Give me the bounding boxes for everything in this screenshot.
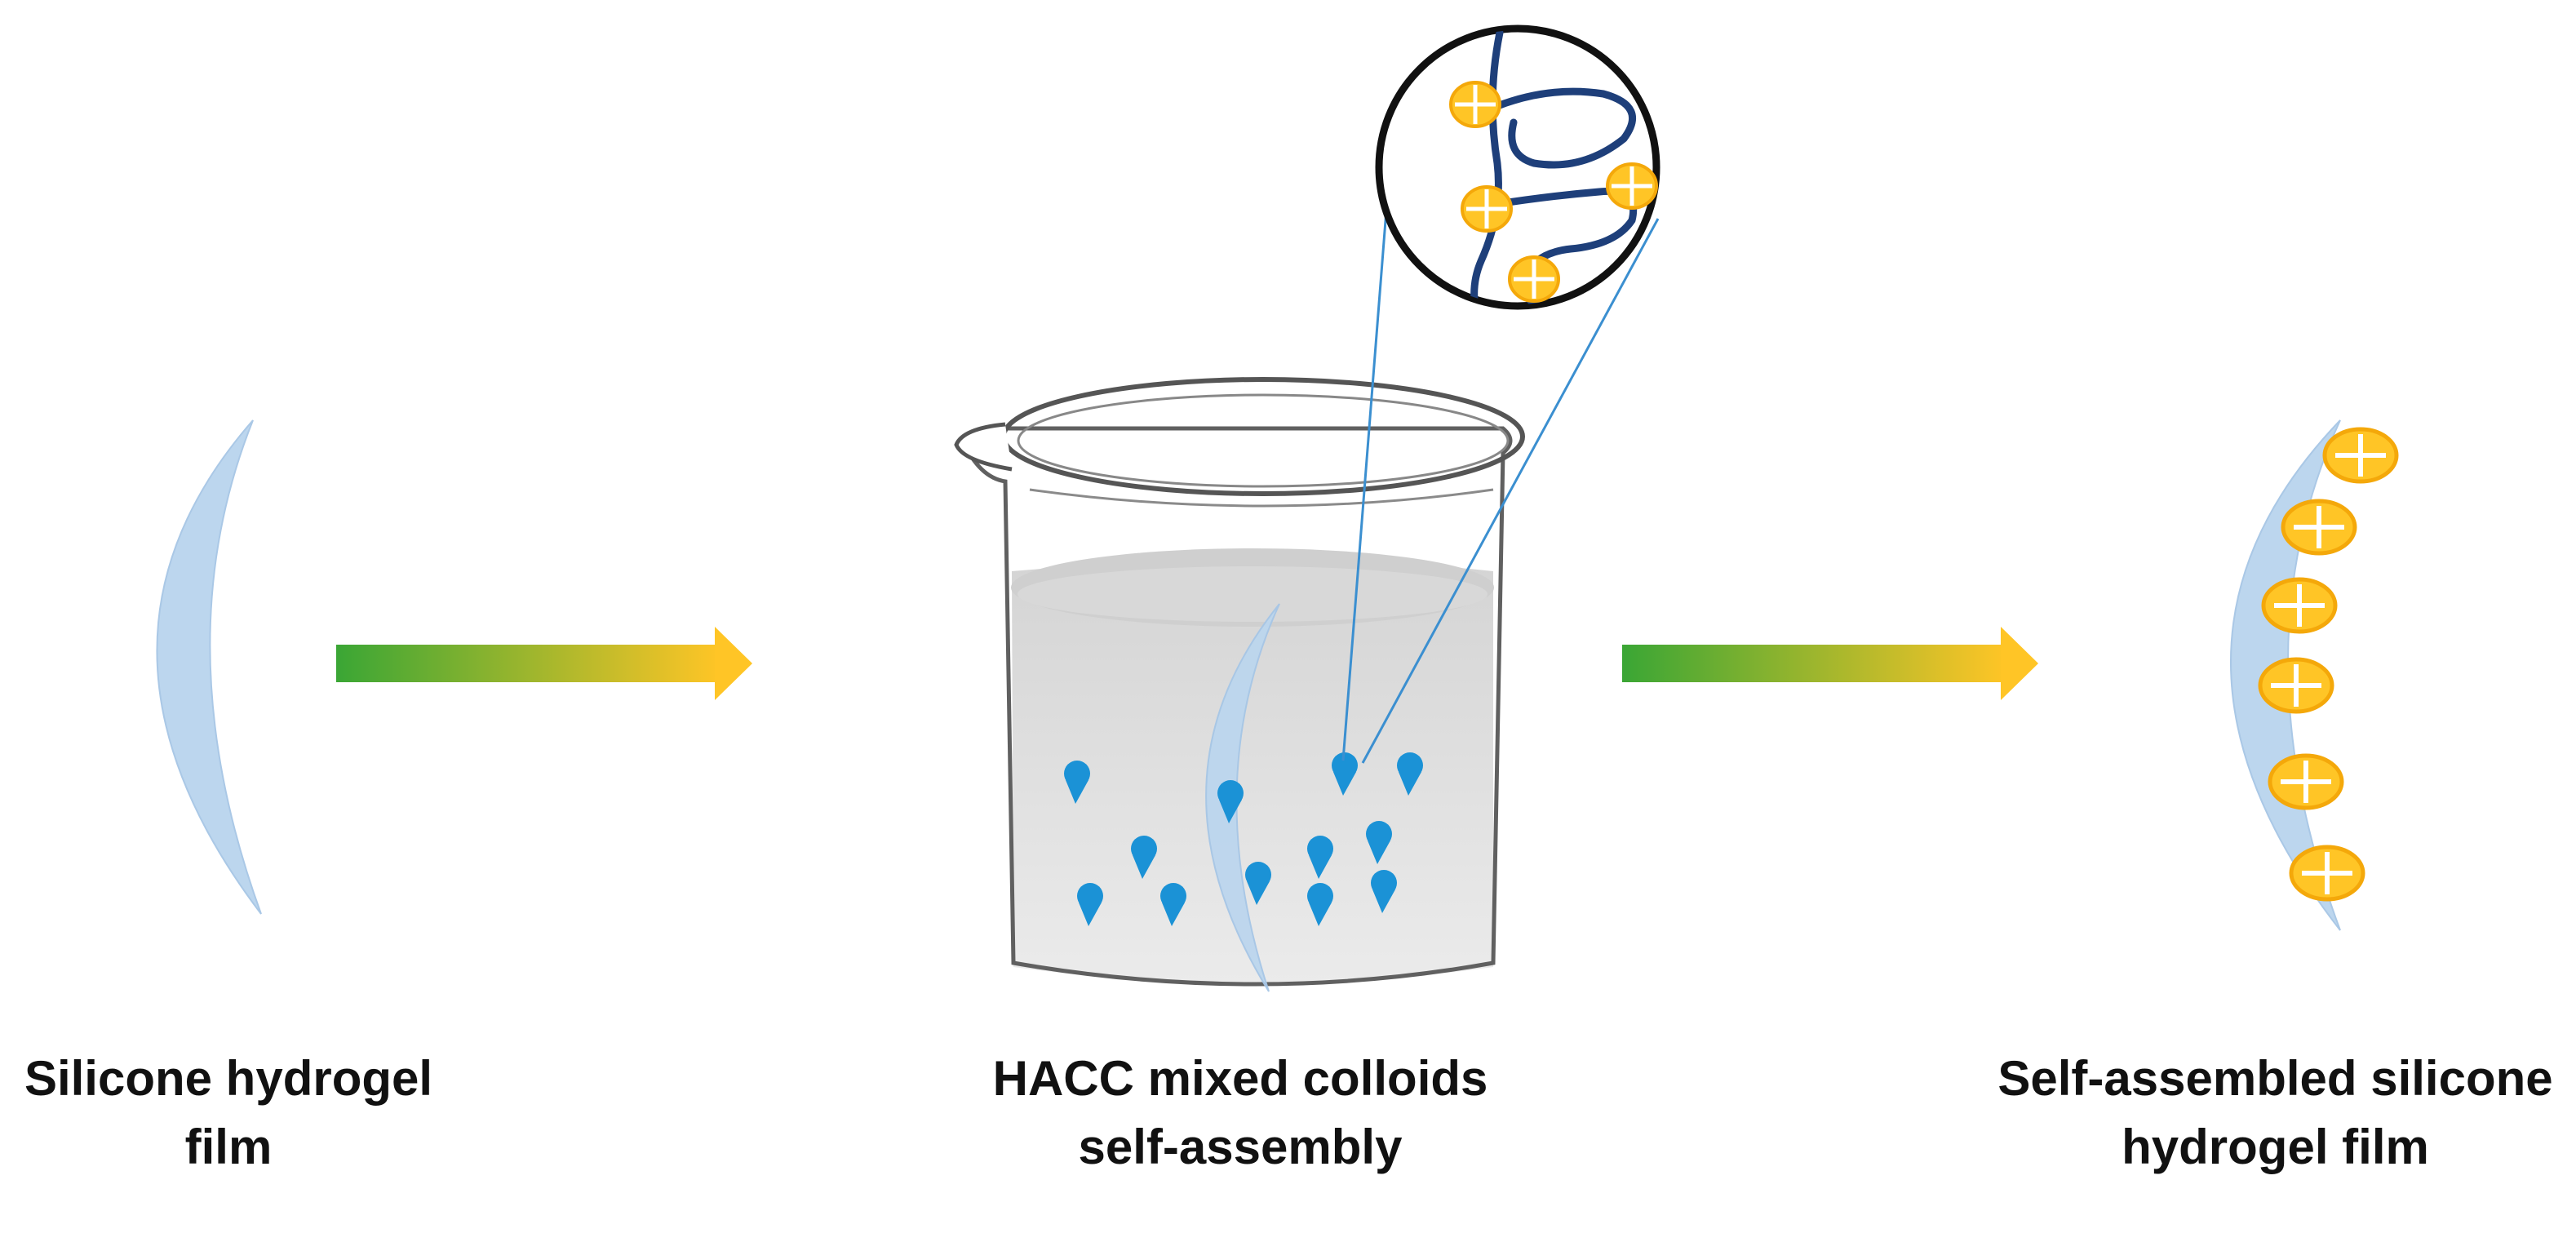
beaker-rim-inner [1017,393,1510,488]
zoom-lines [1341,199,1660,764]
arrow-shaft [336,645,720,682]
colloid-droplet-icon [1217,780,1244,823]
plus-charge-icon [2261,577,2338,634]
colloid-droplets [1064,752,1423,926]
surface-charges [2258,427,2399,902]
magnifier-inset-icon [1375,24,1660,310]
colloid-droplet-icon [1371,870,1397,913]
colloid-droplet-icon [1332,752,1358,796]
beaker-assembly [954,24,1660,992]
beaker-rim [1001,377,1525,496]
silicone-film-left [156,419,262,915]
colloid-droplet-icon [1366,821,1392,864]
beaker-spout [954,422,1013,472]
plus-charge-icon [1508,255,1560,303]
colloid-droplet-icon [1131,836,1157,879]
caption-self-assembled-film: Self-assembled silicone hydrogel film [1975,1045,2576,1182]
liquid-meniscus [1018,566,1488,622]
caption-line: Silicone hydrogel [24,1051,433,1106]
plus-charge-icon [2289,845,2365,902]
plus-charge-icon [2258,657,2334,714]
caption-line: self-assembly [1078,1120,1403,1174]
caption-line: Self-assembled silicone [1997,1051,2553,1106]
inset-charges [1449,81,1658,303]
caption-hacc-self-assembly: HACC mixed colloids self-assembly [938,1045,1542,1182]
colloid-droplet-icon [1160,883,1186,926]
lens-film-in-beaker [1205,603,1280,992]
caption-line: film [184,1120,273,1174]
colloid-droplet-icon [1307,883,1333,926]
arrow-head [2001,627,2038,700]
coated-silicone-film [2230,419,2399,931]
plus-charge-icon [1461,185,1513,233]
colloid-droplet-icon [1307,836,1333,879]
beaker-icon [960,426,1513,987]
arrow-step-1-to-2 [336,627,752,700]
plus-charge-icon [2322,427,2399,484]
plus-charge-icon [1606,162,1658,210]
colloid-droplet-icon [1245,862,1271,905]
plus-charge-icon [2281,499,2357,556]
beaker-wall-line [1029,488,1494,508]
caption-line: HACC mixed colloids [992,1051,1488,1106]
arrow-head [715,627,752,700]
plus-charge-icon [1449,81,1501,128]
arrow-shaft [1622,645,2006,682]
colloid-droplet-icon [1397,752,1423,796]
colloid-droplet-icon [1064,761,1090,804]
caption-silicone-hydrogel-film: Silicone hydrogel film [0,1045,457,1182]
caption-line: hydrogel film [2122,1120,2429,1174]
arrow-step-2-to-3 [1622,627,2038,700]
lens-film-icon [156,419,262,915]
plus-charge-icon [2268,753,2344,810]
colloid-droplet-icon [1077,883,1103,926]
